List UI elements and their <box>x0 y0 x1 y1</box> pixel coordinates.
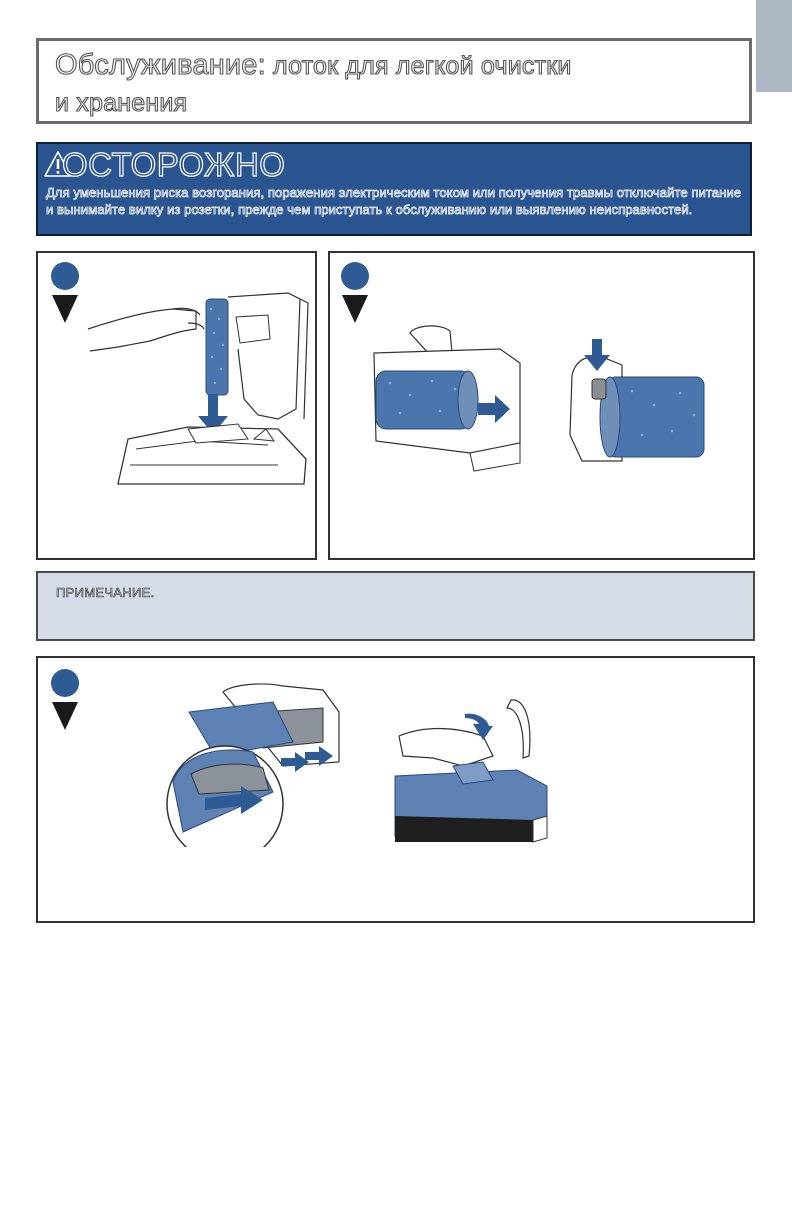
step-marker-icon <box>51 669 79 730</box>
warning-text: Для уменьшения риска возгорания, поражен… <box>46 185 742 218</box>
step-marker-icon <box>341 262 369 323</box>
page-title-line-1: Обслуживание: лоток для легкой очистки <box>54 48 572 81</box>
title-box: Обслуживание: лоток для легкой очистки и… <box>36 38 752 124</box>
roller-insert-illustration <box>87 292 309 485</box>
warning-triangle-icon <box>44 151 72 177</box>
warning-heading: ОСТОРОЖНО <box>61 145 286 183</box>
roller-slide-illustration <box>373 325 521 472</box>
tray-press-illustration <box>394 699 548 843</box>
roller-lock-illustration <box>569 339 705 462</box>
note-label: ПРИМЕЧАНИЕ. <box>56 585 155 601</box>
step-marker-icon <box>51 262 79 323</box>
step-panel-1 <box>36 251 317 560</box>
step-panel-3 <box>36 656 755 923</box>
warning-box: ОСТОРОЖНО Для уменьшения риска возгорани… <box>36 142 752 236</box>
note-box: ПРИМЕЧАНИЕ. <box>36 571 755 641</box>
section-tab <box>756 0 792 92</box>
page-title-line-2: и хранения <box>54 88 188 117</box>
step-panel-2 <box>328 251 755 560</box>
tray-insert-illustration <box>166 683 340 847</box>
